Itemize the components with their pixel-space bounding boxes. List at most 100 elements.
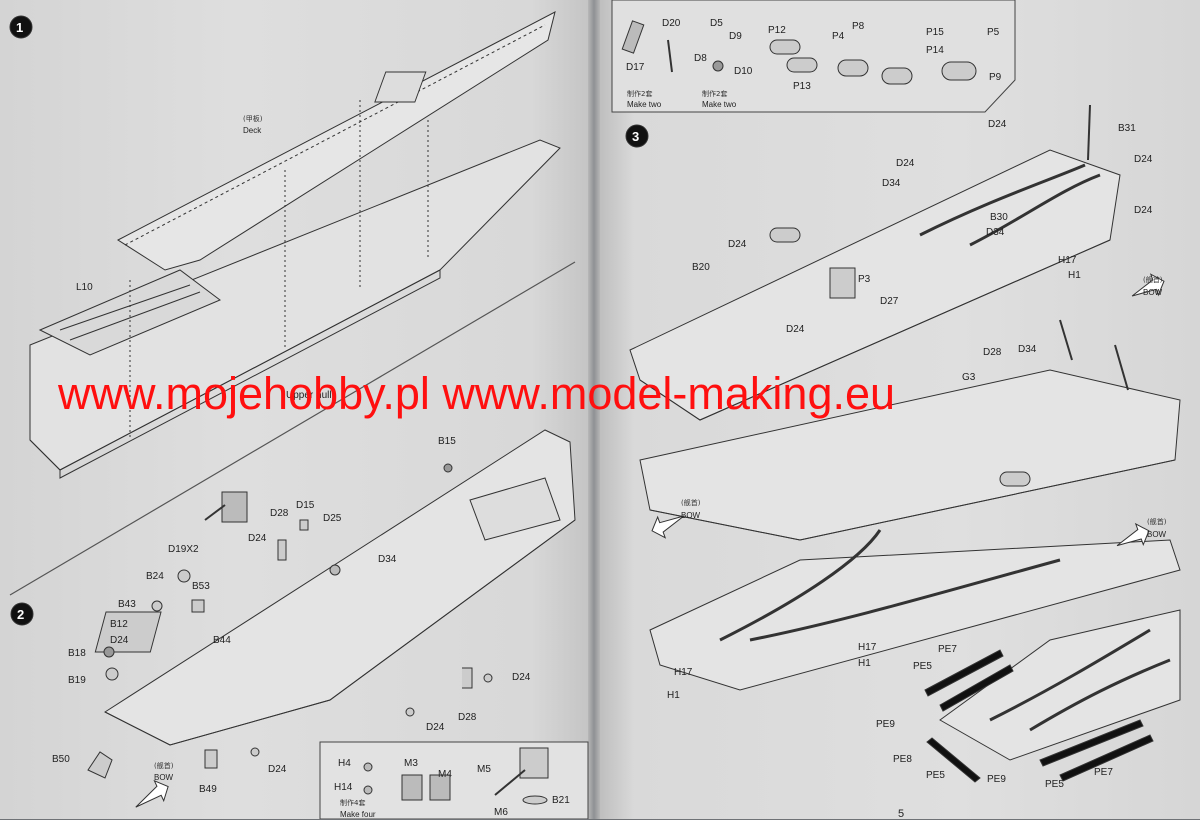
step2-part-labels: B15 D15 D28 D25 D24 D34 D19X2 B24 B53 B4… — [52, 436, 531, 795]
label-d24-f: D24 — [786, 324, 805, 335]
grating-step2 — [94, 611, 162, 653]
label-h1-c: H1 — [667, 690, 680, 701]
label-pe9-b: PE9 — [987, 774, 1006, 785]
gun-turret — [221, 491, 248, 523]
label-d24-d: D24 — [1134, 205, 1153, 216]
label-d24-3: D24 — [512, 672, 531, 683]
label-h14: H14 — [334, 782, 353, 793]
inset-bottom-labels: H4 M3 M4 M5 H14 M6 B21 — [334, 758, 570, 818]
label-p8: P8 — [852, 21, 865, 32]
label-h4: H4 — [338, 758, 351, 769]
label-pe7-b: PE7 — [1094, 767, 1113, 778]
label-p4: P4 — [832, 31, 845, 42]
label-m6: M6 — [494, 807, 508, 818]
label-b49: B49 — [199, 784, 217, 795]
label-d34: D34 — [378, 554, 397, 565]
label-d9: D9 — [729, 31, 742, 42]
page-gutter — [588, 0, 600, 819]
label-d24-c: D24 — [1134, 154, 1153, 165]
label-pe9-a: PE9 — [876, 719, 895, 730]
label-p5: P5 — [987, 27, 1000, 38]
page-number: 5 — [898, 808, 905, 820]
label-d19x2: D19X2 — [168, 544, 199, 555]
bow-label-1: BOW — [1143, 288, 1163, 297]
label-b18: B18 — [68, 648, 86, 659]
step-divider — [9, 261, 576, 596]
label-pe7-a: PE7 — [938, 644, 957, 655]
label-p12: P12 — [768, 25, 786, 36]
bow-cn-3: (舰首) — [1147, 517, 1167, 526]
bow-cn-2: (舰首) — [681, 498, 701, 507]
make-four-cn: 制作4套 — [340, 798, 365, 807]
l10-label: L10 — [76, 282, 93, 293]
label-d24-b: D24 — [896, 158, 915, 169]
label-d10: D10 — [734, 66, 753, 77]
step1-number: 1 — [16, 20, 23, 35]
make-two-cn-2: 制作2套 — [702, 89, 727, 98]
label-d24-2: D24 — [110, 635, 129, 646]
label-b20: B20 — [692, 262, 710, 273]
deck-cn: (甲板) — [243, 114, 263, 123]
step3-number: 3 — [632, 129, 639, 144]
label-d34-b: D34 — [986, 227, 1005, 238]
label-m5: M5 — [477, 764, 491, 775]
left-page-drawings: 1 2 (甲板) Deck L10 Upper hull B15 D15 D28… — [9, 11, 589, 819]
label-h1-a: H1 — [1068, 270, 1081, 281]
label-d17: D17 — [626, 62, 645, 73]
label-g3: G3 — [962, 372, 976, 383]
label-d34-a: D34 — [882, 178, 901, 189]
label-d24: D24 — [248, 533, 267, 544]
step1-marker — [9, 15, 33, 39]
label-d24-5: D24 — [268, 764, 287, 775]
label-d34-c: D34 — [1018, 344, 1037, 355]
label-p3: P3 — [858, 274, 871, 285]
step3-marker — [625, 124, 649, 148]
make-two-cn-1: 制作2套 — [627, 89, 652, 98]
make-four-label: Make four — [340, 810, 376, 819]
label-d27: D27 — [880, 296, 899, 307]
label-h1-b: H1 — [858, 658, 871, 669]
label-b21: B21 — [552, 795, 570, 806]
label-d28: D28 — [270, 508, 289, 519]
l10-part — [38, 269, 221, 356]
make-two-label-1: Make two — [627, 100, 662, 109]
label-p13: P13 — [793, 81, 811, 92]
label-h17-c: H17 — [674, 667, 693, 678]
label-d20: D20 — [662, 18, 681, 29]
label-pe5-b: PE5 — [926, 770, 945, 781]
bow-label-2: BOW — [681, 511, 701, 520]
label-h17-b: H17 — [858, 642, 877, 653]
label-b30: B30 — [990, 212, 1008, 223]
label-d24-4: D24 — [426, 722, 445, 733]
watermark: www.mojehobby.pl www.model-making.eu — [58, 368, 896, 419]
label-b19: B19 — [68, 675, 86, 686]
label-d15: D15 — [296, 500, 315, 511]
label-b15: B15 — [438, 436, 456, 447]
make-two-label-2: Make two — [702, 100, 737, 109]
step3-part-labels: D24 B31 D24 D24 D34 D24 B30 D34 D24 B20 … — [667, 119, 1153, 790]
label-m3: M3 — [404, 758, 418, 769]
label-d24-e: D24 — [728, 239, 747, 250]
label-b43: B43 — [118, 599, 136, 610]
label-p14: P14 — [926, 45, 944, 56]
label-b53: B53 — [192, 581, 210, 592]
label-b50: B50 — [52, 754, 70, 765]
bow-cn-1: (舰首) — [1143, 275, 1163, 284]
label-p15: P15 — [926, 27, 944, 38]
bow-cn-left: (舰首) — [154, 761, 174, 770]
bow-label-left: BOW — [154, 773, 174, 782]
label-d28-r: D28 — [983, 347, 1002, 358]
label-d5: D5 — [710, 18, 723, 29]
label-pe5-c: PE5 — [1045, 779, 1064, 790]
inset-top-labels: D20 D5 D9 P12 P8 P15 P5 D17 D8 D10 P13 P… — [626, 18, 1002, 92]
label-pe8: PE8 — [893, 754, 912, 765]
label-b31: B31 — [1118, 123, 1136, 134]
label-h17-a: H17 — [1058, 255, 1077, 266]
label-m4: M4 — [438, 769, 452, 780]
bow-label-3: BOW — [1147, 530, 1167, 539]
upper-hull-label: Upper hull — [286, 390, 332, 401]
inset-box-top — [611, 0, 1016, 113]
label-d8: D8 — [694, 53, 707, 64]
hull-step3-bottom — [649, 539, 1181, 691]
label-b24: B24 — [146, 571, 164, 582]
